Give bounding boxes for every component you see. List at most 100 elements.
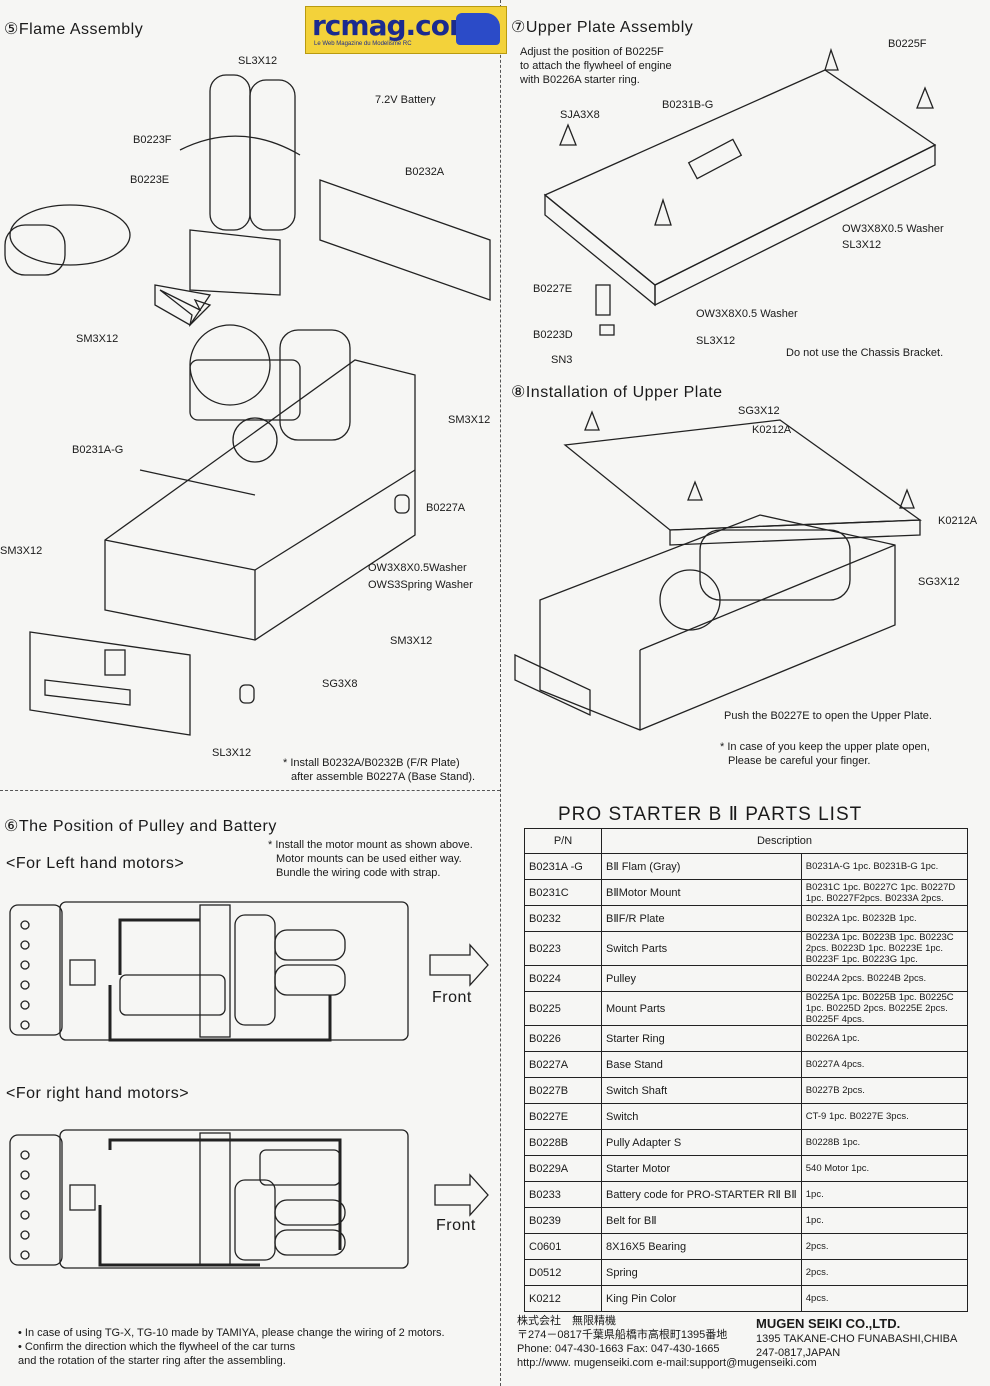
label: B0231A-G: [72, 444, 124, 456]
label: SG3X12: [738, 405, 780, 417]
label: SG3X8: [322, 678, 358, 690]
right-hand-wiring-drawing: [9, 1129, 409, 1269]
part-desc-cell: B0231A-G 1pc. B0231B-G 1pc.: [800, 853, 969, 880]
right-hand-heading: <For right hand motors>: [6, 1085, 190, 1102]
section7-title: ⑦Upper Plate Assembly: [511, 19, 694, 36]
part-number-cell: B0223: [524, 931, 602, 966]
label: OWS3Spring Washer: [368, 579, 473, 591]
part-name-cell: Spring: [601, 1259, 802, 1286]
part-number-cell: B0233: [524, 1181, 602, 1208]
logo-text: rcmag.com: [312, 9, 478, 42]
label: SM3X12: [390, 635, 433, 647]
label: B0225F: [888, 38, 927, 50]
label: SM3X12: [76, 333, 119, 345]
rcmag-logo[interactable]: rcmag.com Le Web Magazine du Modelisme R…: [305, 6, 507, 54]
front-arrow-icon: [434, 1173, 489, 1217]
part-name-cell: BⅡ Flam (Gray): [601, 853, 802, 880]
company-name: MUGEN SEIKI CO.,LTD.: [756, 1316, 901, 1331]
part-desc-cell: B0224A 2pcs. B0224B 2pcs.: [800, 965, 969, 992]
section5-note: * Install B0232A/B0232B (F/R Plate) afte…: [283, 757, 476, 783]
part-number-cell: D0512: [524, 1259, 602, 1286]
part-number-cell: B0225: [524, 991, 602, 1026]
part-name-cell: Base Stand: [601, 1051, 802, 1078]
part-desc-cell: B0223A 1pc. B0223B 1pc. B0223C 2pcs. B02…: [800, 931, 969, 966]
label: OW3X8X0.5 Washer: [842, 223, 944, 235]
label: B0232A: [405, 166, 445, 178]
push-note: Push the B0227E to open the Upper Plate.: [724, 710, 932, 722]
label: SG3X12: [918, 576, 960, 588]
label: OW3X8X0.5Washer: [368, 562, 467, 574]
part-name-cell: Pulley: [601, 965, 802, 992]
parts-list-title: PRO STARTER B Ⅱ PARTS LIST: [558, 804, 863, 825]
part-number-cell: K0212: [524, 1285, 602, 1312]
part-number-cell: B0232: [524, 905, 602, 932]
footer-web[interactable]: http://www. mugenseiki.com e-mail:suppor…: [517, 1357, 817, 1369]
label: K0212A: [752, 424, 792, 436]
label: SL3X12: [696, 335, 736, 347]
label: K0212A: [938, 515, 978, 527]
label: SN3: [551, 354, 573, 366]
part-desc-cell: B0228B 1pc.: [800, 1129, 969, 1156]
part-number-cell: B0228B: [524, 1129, 602, 1156]
label: SL3X12: [842, 239, 882, 251]
part-name-cell: Switch Parts: [601, 931, 802, 966]
section5-title: ⑤Flame Assembly: [4, 21, 144, 38]
label: B0227E: [533, 283, 573, 295]
part-name-cell: Switch Shaft: [601, 1077, 802, 1104]
part-name-cell: BⅡF/R Plate: [601, 905, 802, 932]
front-arrow-icon: [429, 943, 489, 987]
part-desc-cell: 2pcs.: [800, 1233, 969, 1260]
left-hand-wiring-drawing: [9, 901, 409, 1042]
part-desc-cell: 2pcs.: [800, 1259, 969, 1286]
section7-intro: Adjust the position of B0225F to attach …: [520, 46, 672, 86]
part-desc-cell: B0232A 1pc. B0232B 1pc.: [800, 905, 969, 932]
label: B0223D: [533, 329, 573, 341]
label: B0231B-G: [662, 99, 714, 111]
left-hand-heading: <For Left hand motors>: [6, 855, 185, 872]
part-name-cell: Starter Motor: [601, 1155, 802, 1182]
part-number-cell: B0231A -G: [524, 853, 602, 880]
part-desc-cell: B0227B 2pcs.: [800, 1077, 969, 1104]
part-number-cell: B0226: [524, 1025, 602, 1052]
label: SM3X12: [0, 545, 43, 557]
part-name-cell: Mount Parts: [601, 991, 802, 1026]
horizontal-divider: [0, 790, 500, 791]
front-label: Front: [432, 989, 472, 1006]
part-desc-cell: B0225A 1pc. B0225B 1pc. B0225C 1pc. B022…: [800, 991, 969, 1026]
column-header: Description: [601, 828, 968, 854]
part-number-cell: B0239: [524, 1207, 602, 1234]
part-desc-cell: B0226A 1pc.: [800, 1025, 969, 1052]
label: B0223F: [133, 134, 172, 146]
part-desc-cell: B0227A 4pcs.: [800, 1051, 969, 1078]
part-desc-cell: 4pcs.: [800, 1285, 969, 1312]
rc-car-icon: [456, 13, 500, 45]
label: OW3X8X0.5 Washer: [696, 308, 798, 320]
part-desc-cell: CT-9 1pc. B0227E 3pcs.: [800, 1103, 969, 1130]
footer-jp: 株式会社 無限精機 〒274－0817千葉県船橋市高根町1395番地 Phone…: [517, 1315, 817, 1369]
vertical-divider: [500, 0, 501, 1386]
section8-title: ⑧Installation of Upper Plate: [511, 384, 723, 401]
installation-drawing: [514, 410, 922, 731]
part-name-cell: Starter Ring: [601, 1025, 802, 1052]
flame-chassis-drawing: [4, 74, 491, 736]
part-number-cell: B0229A: [524, 1155, 602, 1182]
part-desc-cell: 1pc.: [800, 1181, 969, 1208]
section6-note: * Install the motor mount as shown above…: [268, 839, 473, 879]
logo-tagline: Le Web Magazine du Modelisme RC: [314, 41, 412, 47]
part-name-cell: BⅡMotor Mount: [601, 879, 802, 906]
part-desc-cell: 1pc.: [800, 1207, 969, 1234]
